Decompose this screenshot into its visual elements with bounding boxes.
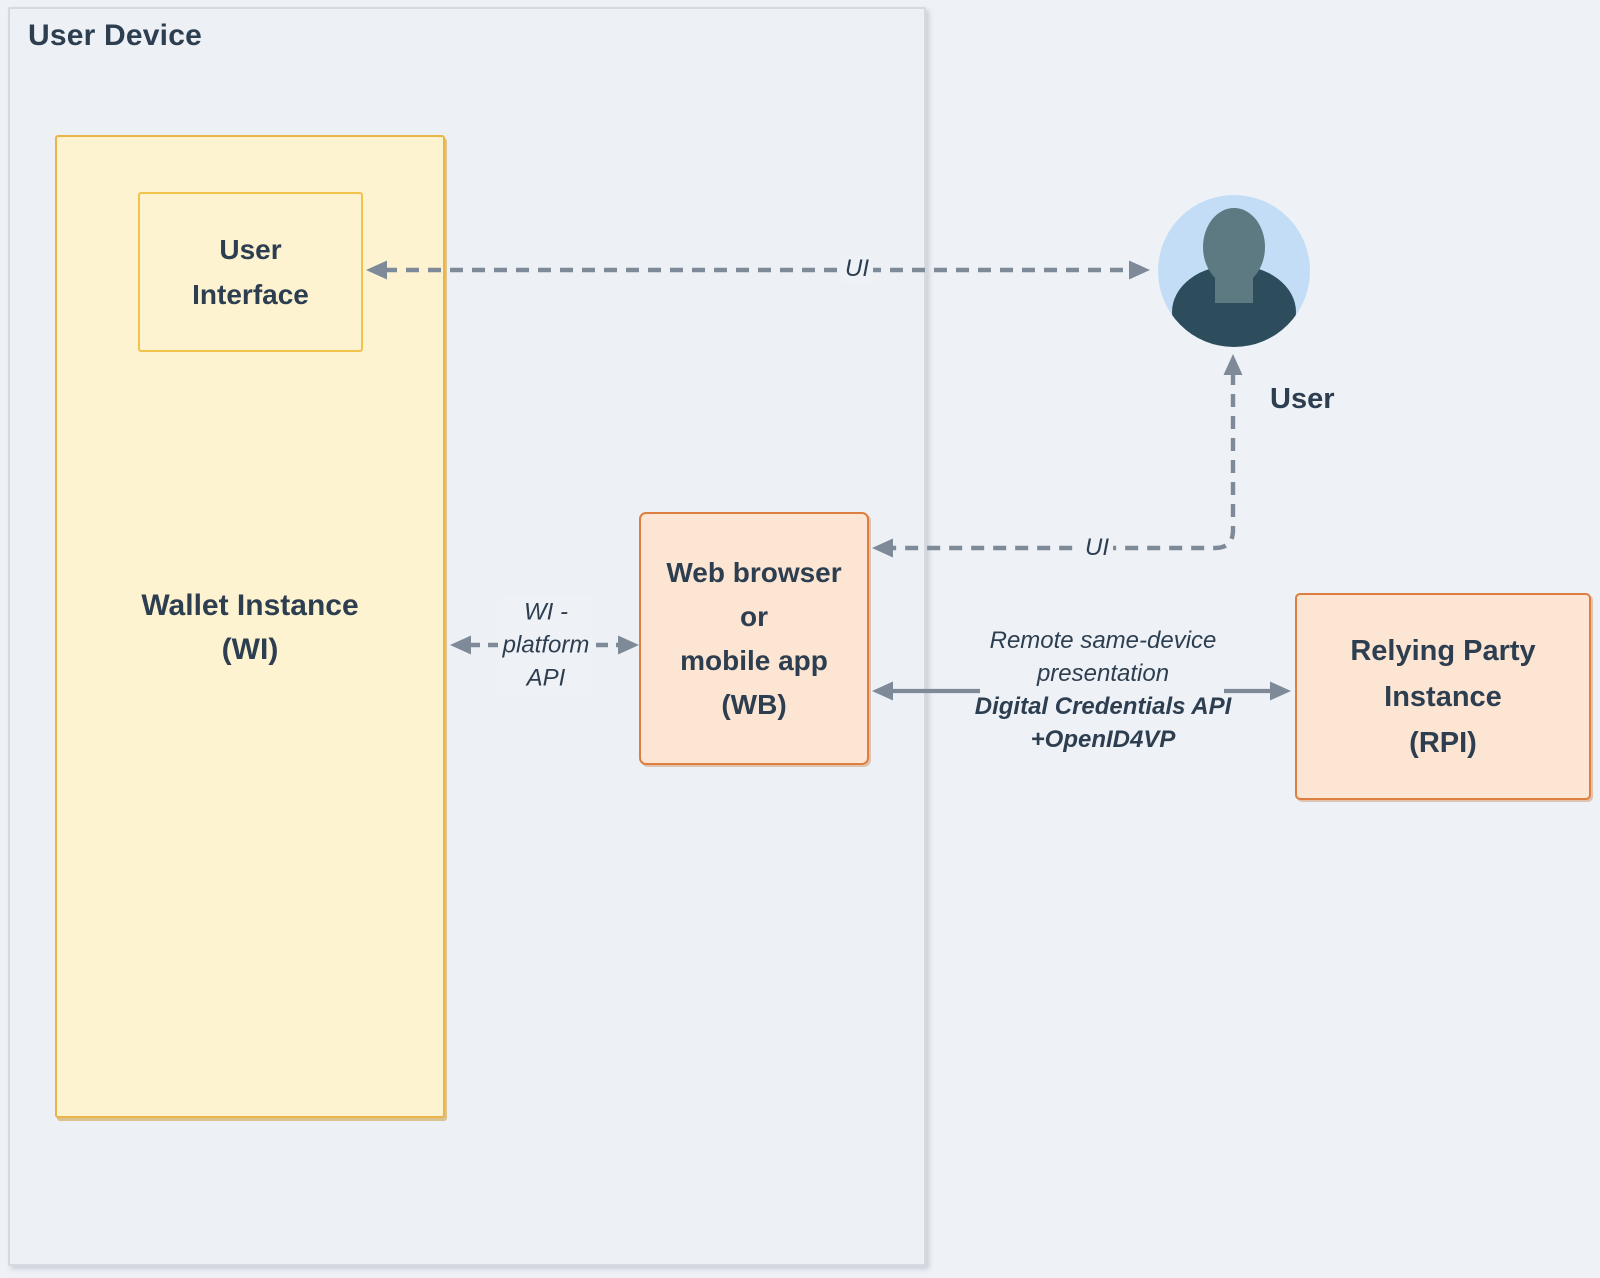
edge-label-presentation: Remote same-device presentation Digital … [975, 624, 1232, 756]
presentation-line3: Digital Credentials API [974, 693, 1232, 720]
web-browser-label-line1: Web browser [666, 556, 842, 588]
wallet-instance-label-line2: (WI) [221, 633, 279, 666]
presentation-line1: Remote same-device [989, 627, 1217, 654]
relying-party-instance-box: Relying Party Instance (RPI) [1295, 593, 1591, 800]
edge-label-ui-top: UI [841, 254, 873, 284]
edge-label-wi-platform-api: WI - platform API [498, 595, 594, 695]
person-avatar-icon [1158, 195, 1310, 347]
edge-user-webbrowser [872, 354, 1243, 558]
wallet-instance-label: Wallet Instance (WI) [141, 584, 358, 672]
user-interface-box: User Interface [138, 192, 363, 352]
wi-api-line1: WI - [524, 598, 568, 626]
presentation-line4: +OpenID4VP [1030, 726, 1176, 753]
wi-api-line3: API [526, 664, 566, 692]
arrowhead-right-icon [1129, 260, 1150, 280]
edge-label-ui-mid: UI [1081, 533, 1113, 563]
user-interface-label-line2: Interface [192, 279, 309, 310]
web-browser-label-line3: mobile app [680, 644, 828, 676]
user-actor-label: User [1270, 383, 1335, 415]
user-device-title: User Device [28, 19, 202, 52]
wi-api-line2: platform [502, 631, 590, 659]
web-browser-label-line2: or [740, 600, 768, 632]
arrowhead-right-icon [1270, 681, 1291, 701]
presentation-line2: presentation [1036, 660, 1170, 687]
web-browser-label-line4: (WB) [721, 688, 787, 720]
relying-party-label-line2: Instance [1384, 680, 1502, 713]
wallet-instance-label-line1: Wallet Instance [141, 589, 359, 622]
relying-party-label-line3: (RPI) [1409, 726, 1477, 759]
arrowhead-up-icon [1223, 354, 1243, 375]
user-interface-label-line1: User [219, 234, 282, 265]
relying-party-label-line1: Relying Party [1350, 634, 1536, 667]
web-browser-box: Web browser or mobile app (WB) [639, 512, 869, 765]
